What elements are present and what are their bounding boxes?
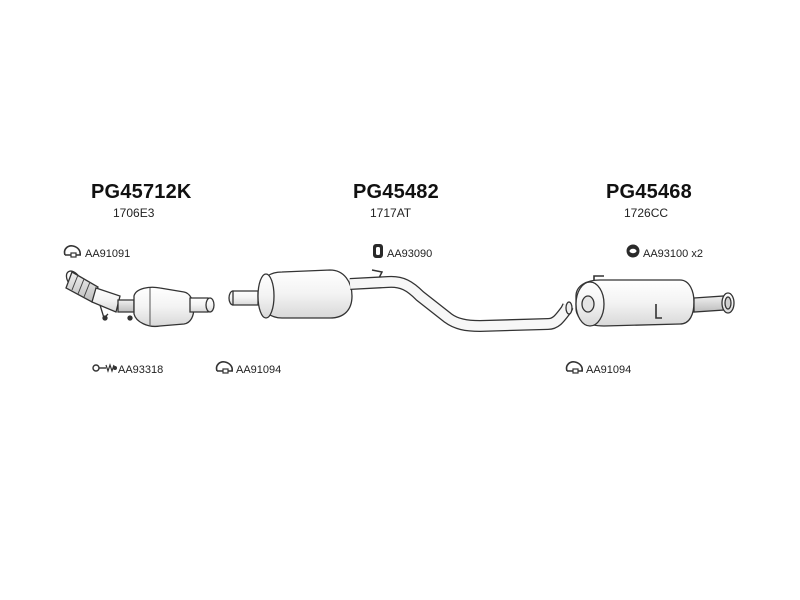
accessory-label-bolt-spring: AA93318 [118, 364, 164, 376]
accessory-label-clamp-rear: AA91094 [586, 364, 632, 376]
part-code-catalyst: PG45712K [91, 181, 192, 203]
part-code-rear-silencer: PG45468 [606, 181, 692, 203]
clamp-icon [63, 245, 81, 258]
accessory-label-clamp-front: AA91091 [85, 248, 131, 260]
catalyst-assembly [65, 270, 215, 328]
accessory-label-hanger: AA93090 [387, 248, 433, 260]
part-ref-middle-silencer: 1717AT [370, 206, 412, 220]
rubber-hanger-icon [373, 244, 383, 258]
rear-silencer-assembly [575, 275, 735, 327]
accessory-label-clamp-middle: AA91094 [236, 364, 282, 376]
bolt-spring-icon [92, 363, 117, 373]
clamp-icon [215, 361, 233, 374]
part-ref-rear-silencer: 1726CC [624, 206, 669, 220]
clamp-icon [565, 361, 583, 374]
part-code-middle-silencer: PG45482 [353, 181, 439, 203]
part-ref-catalyst: 1706E3 [113, 206, 155, 220]
accessory-label-rubber-ring: AA93100 x2 [643, 248, 703, 260]
rubber-ring-icon [626, 244, 640, 258]
middle-silencer-assembly [228, 269, 574, 332]
